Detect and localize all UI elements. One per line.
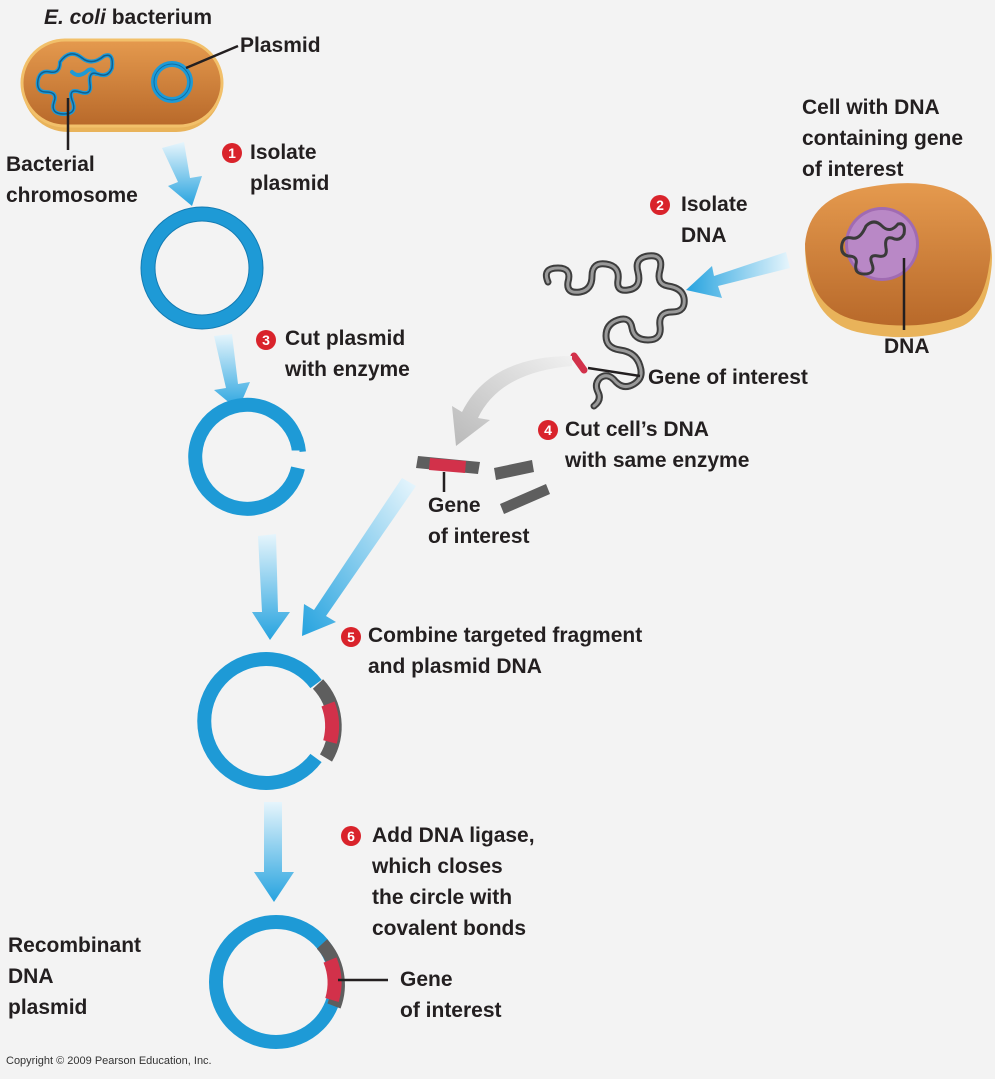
step-6-badge: 6 [341,826,361,846]
isolated-plasmid [140,206,264,330]
cell-with-dna-label: Cell with DNA containing gene of interes… [802,96,964,181]
arrow-step6 [254,802,294,902]
arrow-step2 [686,252,790,298]
step-5-badge: 5 [341,627,361,647]
isolated-dna-strand [542,252,688,410]
small-plasmid [151,61,193,103]
plasmid-label: Plasmid [240,34,321,57]
dna-fragment-other [494,460,550,514]
arrow-step5-right [302,478,416,636]
recombinant-plasmid [209,915,345,1049]
dna-label: DNA [884,335,930,358]
bacterial-chromosome-inner [36,53,114,115]
arrow-step5-left [252,534,290,640]
step-4-badge: 4 [538,420,558,440]
bacterial-chromosome-label: Bacterial chromosome [6,153,138,207]
step-1-badge: 1 [222,143,242,163]
gene-of-interest-final-label: Gene of interest [400,968,502,1022]
arrow-step3 [214,334,250,410]
dna-fragment-gene [416,456,480,474]
gene-top-leader-line [587,366,641,378]
step-2-badge: 2 [650,195,670,215]
gene-of-interest-fragment-label: Gene of interest [428,494,530,548]
step-3-badge: 3 [256,330,276,350]
plasmid-leader-line [185,44,239,70]
arrow-step1 [162,142,202,206]
arrow-step4 [452,356,572,446]
gene-of-interest-top-label: Gene of interest [648,366,808,389]
recombinant-plasmid-label: Recombinant DNA plasmid [8,934,142,1019]
ecoli-label: E. coli bacterium [44,6,213,29]
cut-plasmid [188,397,306,516]
nucleus-dna [840,220,906,276]
combined-plasmid [197,652,342,790]
copyright-notice: Copyright © 2009 Pearson Education, Inc. [6,1055,212,1067]
